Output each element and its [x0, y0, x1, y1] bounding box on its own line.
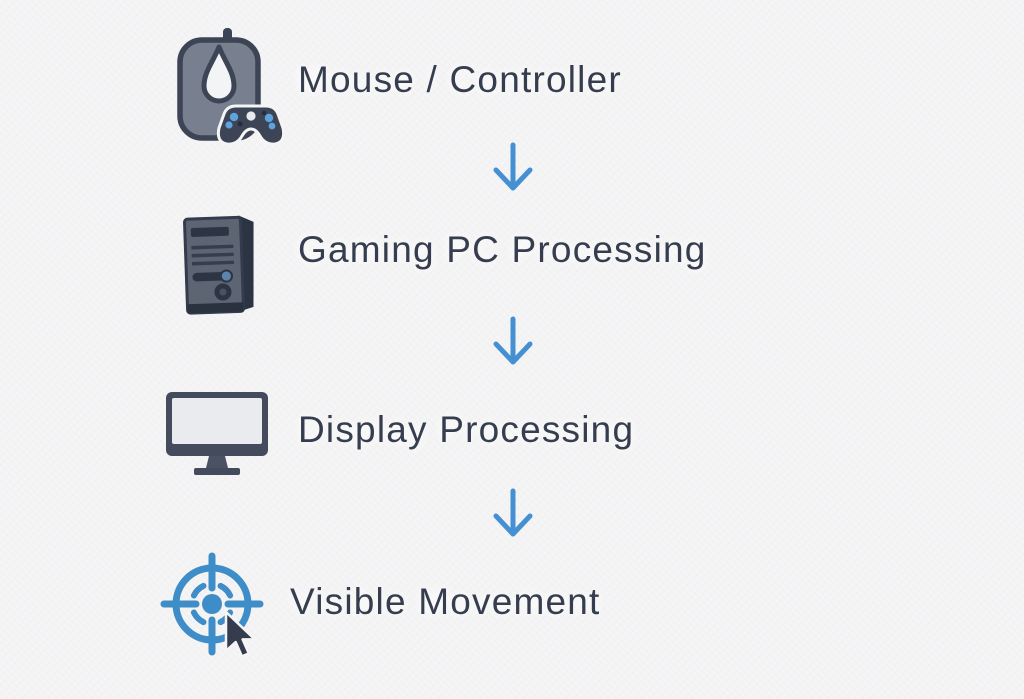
arrow-down-icon	[488, 316, 538, 374]
step-mouse-controller	[168, 16, 288, 146]
arrow-down-stroke-group	[493, 488, 533, 537]
arrow-down-icon	[488, 488, 538, 546]
step-label-gaming-pc: Gaming PC Processing	[298, 229, 707, 270]
mouse-controller-icon	[168, 16, 288, 146]
step-label-display: Display Processing	[298, 409, 635, 450]
arrow-down-stroke-group	[493, 142, 533, 191]
step-visible-movement	[158, 546, 273, 666]
gaming-pc-tower-icon	[176, 208, 268, 320]
arrow-down-stroke-group	[493, 316, 533, 365]
arrow-down-icon	[488, 142, 538, 200]
step-display	[163, 389, 273, 477]
step-label-visible-movement: Visible Movement	[290, 581, 601, 622]
crosshair-cursor-icon	[158, 546, 273, 666]
monitor-icon	[163, 389, 273, 477]
cursor-arrow-icon	[224, 610, 257, 658]
step-label-mouse-controller: Mouse / Controller	[298, 59, 622, 100]
step-gaming-pc	[176, 208, 268, 320]
